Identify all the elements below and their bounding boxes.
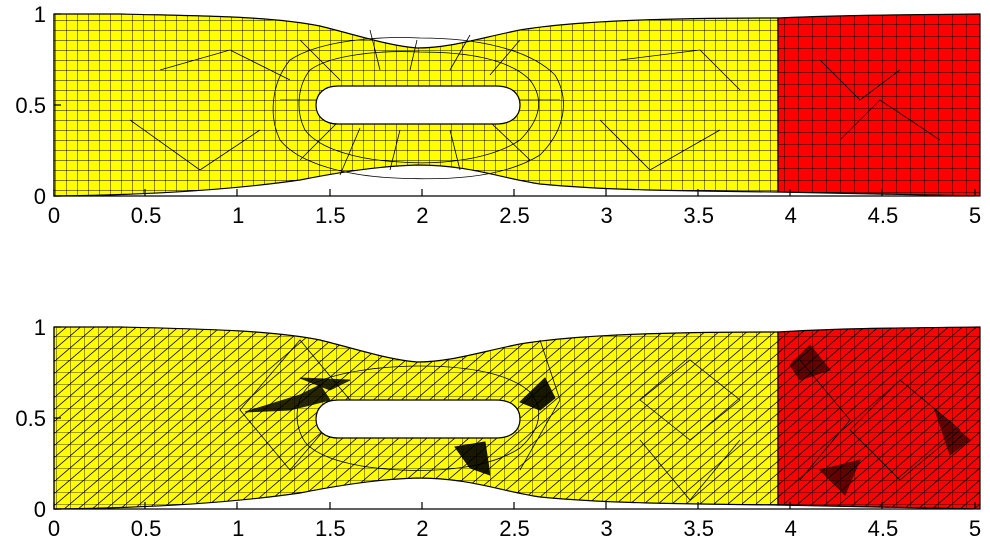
x-tick-label: 1.5 — [315, 516, 346, 541]
y-tick-labels: 00.51 — [15, 2, 46, 209]
y-tick-label: 0 — [34, 497, 46, 522]
mesh-domain — [53, 13, 981, 197]
x-tick-labels: 0 0.5 1 1.5 2 2.5 3 3.5 4 4.5 5 — [48, 516, 981, 541]
y-tick-labels: 00.51 — [15, 315, 46, 522]
x-tick-label: 1.5 — [315, 203, 346, 228]
mesh-hole — [315, 399, 521, 439]
y-tick-label: 1 — [34, 315, 46, 340]
x-tick-label: 5 — [969, 516, 981, 541]
mesh-region-red — [777, 13, 981, 197]
x-tick-label: 3 — [600, 203, 612, 228]
x-tick-label: 2 — [416, 516, 428, 541]
x-tick-label: 3.5 — [683, 516, 714, 541]
x-tick-label: 3.5 — [683, 203, 714, 228]
x-tick-label: 0.5 — [131, 516, 162, 541]
axis-lines — [53, 13, 976, 197]
y-tick-label: 0 — [34, 184, 46, 209]
y-tick-label: 1 — [34, 2, 46, 27]
x-tick-label: 1 — [232, 203, 244, 228]
x-tick-label: 2.5 — [499, 516, 530, 541]
x-tick-label: 4 — [785, 203, 797, 228]
refinement-regions — [244, 344, 971, 496]
x-tick-label: 2 — [416, 203, 428, 228]
mesh-region-red — [777, 326, 981, 510]
x-tick-label: 5 — [969, 203, 981, 228]
mesh-domain — [53, 326, 981, 510]
x-tick-label: 4.5 — [868, 203, 899, 228]
x-tick-label: 0 — [48, 203, 60, 228]
y-tick-label: 0.5 — [15, 93, 46, 118]
x-tick-label: 0 — [48, 516, 60, 541]
x-tick-label: 3 — [600, 516, 612, 541]
x-tick-label: 4 — [785, 516, 797, 541]
x-tick-label: 2.5 — [499, 203, 530, 228]
x-tick-label: 4.5 — [868, 516, 899, 541]
x-tick-labels: 0 0.5 1 1.5 2 2.5 3 3.5 4 4.5 5 — [48, 203, 981, 228]
refinement-lines — [129, 29, 941, 180]
axis-lines — [53, 326, 976, 510]
x-tick-label: 1 — [232, 516, 244, 541]
mesh-hole — [315, 85, 521, 125]
x-tick-label: 0.5 — [131, 203, 162, 228]
y-tick-label: 0.5 — [15, 406, 46, 431]
